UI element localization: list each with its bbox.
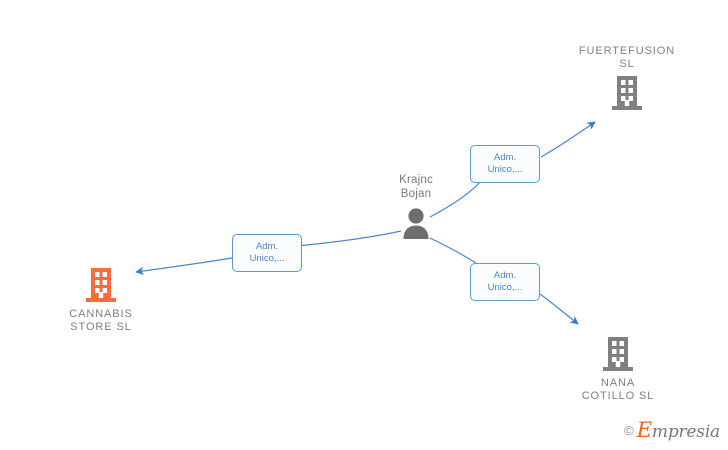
relation-label-line2: Unico,... <box>487 282 523 293</box>
edge-line-fuertefusion <box>429 180 482 218</box>
node-label-nana-cotillo: NANA COTILLO SL <box>581 377 655 402</box>
edge-line-nana-1 <box>429 237 477 264</box>
brand-initial: E <box>636 418 652 442</box>
empresia-watermark: © Empresia <box>624 418 720 442</box>
relation-label-line1: Adm. <box>493 151 517 163</box>
relation-label-nana-cotillo[interactable]: Adm. Unico,... <box>470 263 540 301</box>
edge-line-cannabis-2 <box>135 257 233 276</box>
building-icon <box>85 266 117 304</box>
node-nana-cotillo[interactable]: NANA COTILLO SL <box>538 335 698 403</box>
edge-line-nana-2 <box>539 293 579 325</box>
building-icon <box>611 74 643 112</box>
edge-line-fuertefusion-2 <box>540 121 596 158</box>
relation-label-line2: Unico,... <box>487 164 523 175</box>
copyright-symbol: © <box>624 422 634 438</box>
node-label-fuertefusion: FUERTEFUSION SL <box>578 45 676 70</box>
brand-wordmark: Empresia <box>637 418 720 442</box>
relation-label-line1: Adm. <box>255 240 279 252</box>
edge-line-cannabis-1 <box>296 230 402 247</box>
relation-label-fuertefusion[interactable]: Adm. Unico,... <box>470 145 540 183</box>
node-fuertefusion[interactable]: FUERTEFUSION SL <box>547 45 707 112</box>
person-icon <box>401 207 431 239</box>
node-label-krajnc-bojan: Krajnc Bojan <box>399 174 433 200</box>
node-krajnc-bojan[interactable]: Krajnc Bojan <box>336 173 496 239</box>
relation-label-line2: Unico,... <box>249 253 285 264</box>
relation-label-cannabis-store[interactable]: Adm. Unico,... <box>232 234 302 272</box>
node-cannabis-store[interactable]: CANNABIS STORE SL <box>21 266 181 334</box>
building-icon <box>602 335 634 373</box>
relation-label-line1: Adm. <box>493 269 517 281</box>
brand-rest: mpresia <box>651 422 720 442</box>
node-label-cannabis-store: CANNABIS STORE SL <box>69 308 133 333</box>
